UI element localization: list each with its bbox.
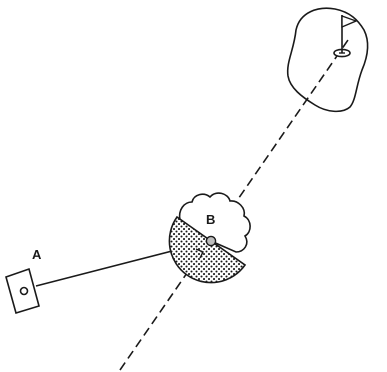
ball [205, 235, 217, 247]
lie-marker [195, 248, 204, 259]
label-a: A [32, 247, 42, 262]
putting-green [286, 7, 369, 113]
label-b: B [206, 212, 215, 227]
sand-bunker [168, 215, 247, 284]
tee-marker [5, 267, 40, 315]
shrub [178, 192, 251, 253]
pin-flag [341, 15, 358, 29]
